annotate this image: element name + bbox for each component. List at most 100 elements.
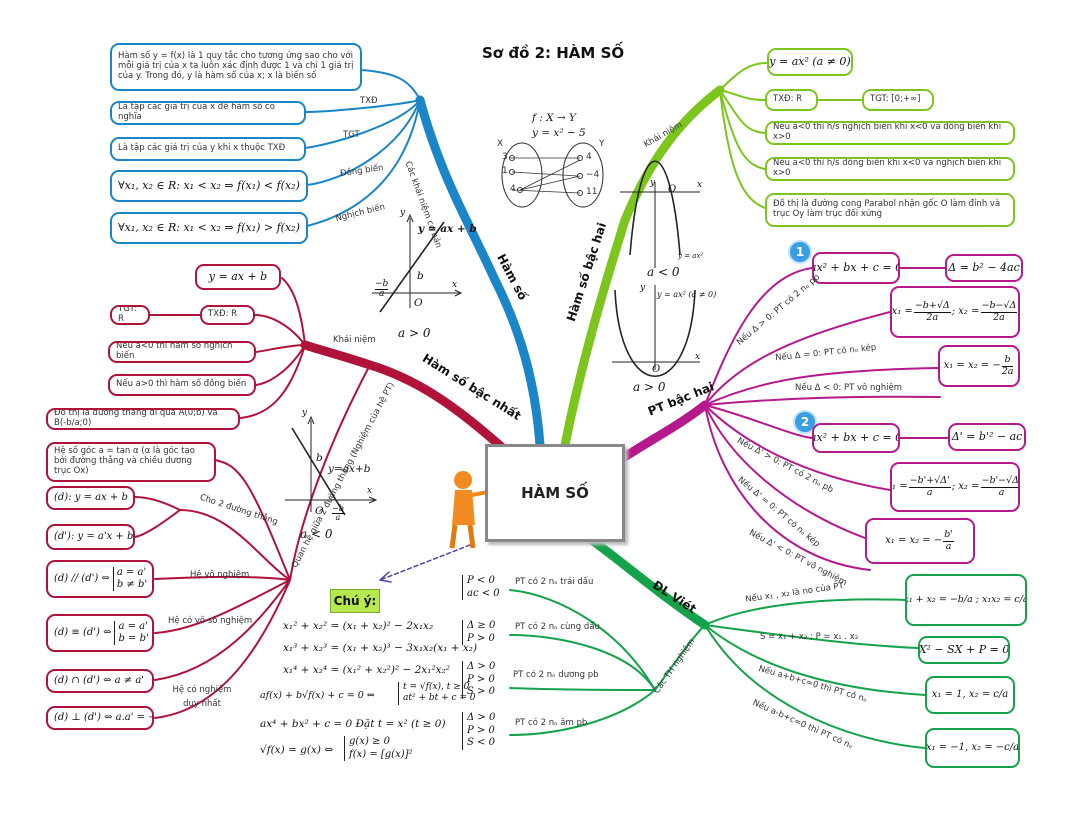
g1-equation: y = ax + b	[418, 223, 477, 235]
p2-y-axis: y	[640, 283, 646, 293]
g1-condition: a > 0	[398, 326, 431, 340]
bac-nhat-txd: TXĐ: R	[200, 305, 255, 325]
th3-text: PT có 2 nₒ dương pb	[513, 670, 599, 680]
bac-nhat-increasing: Nếu a>0 thì hàm số đồng biến	[108, 374, 256, 396]
p1-equation: y = ax²	[678, 252, 704, 260]
viet-result-1: x₁ + x₂ = −b/a ; x₁x₂ = c/a	[905, 574, 1027, 626]
ham-so-definition: Hàm số y = f(x) là 1 quy tắc cho tương ứ…	[110, 43, 362, 91]
formula-sum-cubes: x₁³ + x₂³ = (x₁ + x₂)³ − 3x₁x₂(x₁ + x₂)	[283, 642, 478, 654]
p1-x-axis: x	[697, 180, 703, 190]
bac-hai-equation: y = ax² (a ≠ 0)	[767, 48, 853, 76]
bac-hai-graph: Đồ thị là đường cong Parabol nhận gốc O …	[765, 193, 1015, 227]
g1-b: b	[417, 270, 424, 282]
vo-so-nghiem-label: Hệ có vô số nghiệm	[168, 616, 253, 626]
p2-x-axis: x	[695, 352, 701, 362]
bac-hai-txd: TXĐ: R	[765, 89, 818, 111]
pt-case-3: Nếu Δ < 0: PT vô nghiệm	[795, 383, 902, 393]
linear-graph-negative	[285, 415, 378, 516]
th4-text: PT có 2 nₒ âm pb	[515, 718, 588, 728]
dong-bien-formula: ∀x₁, x₂ ∈ R: x₁ < x₂ ⇒ f(x₁) < f(x₂)	[110, 170, 308, 202]
branch-pt-bac-hai	[615, 400, 710, 465]
txd-label: TXĐ	[360, 96, 378, 106]
p1-condition: a < 0	[647, 265, 680, 279]
co-nghiem-label: Hệ có nghiệm duy nhất	[172, 685, 232, 709]
g2-b: b	[316, 452, 323, 464]
mapping-diagram	[501, 142, 604, 208]
pt-delta-2: Δ' = b'² − ac	[948, 423, 1026, 451]
bac-nhat-concept-label: Khái niệm	[333, 335, 376, 345]
bac-nhat-slope: Hệ số góc a = tan α (α là góc tạo bởi đư…	[46, 442, 216, 482]
bac-hai-tgt: TGT: [0;+∞]	[862, 89, 934, 111]
center-label: HÀM SỐ	[521, 484, 589, 502]
g2-equation: y=ax+b	[328, 463, 371, 475]
page-title: Sơ đồ 2: HÀM SỐ	[482, 44, 625, 62]
line-d: (d): y = ax + b	[46, 486, 135, 510]
line-d-prime: (d'): y = a'x + b'	[46, 524, 135, 550]
formula-sum-squares: x₁² + x₂² = (x₁ + x₂)² − 2x₁x₂	[283, 620, 434, 632]
g2-x-axis: x	[367, 486, 373, 496]
bac-nhat-equation: y = ax + b	[195, 264, 281, 290]
map-function: f : X → Y	[532, 112, 576, 124]
map-set-y: Y	[599, 139, 605, 149]
g1-x-axis: x	[452, 280, 458, 290]
pt-badge-1: 1	[788, 240, 812, 264]
tgt-label: TGT	[343, 130, 360, 140]
map-y-1: 4	[586, 152, 592, 162]
g2-condition: a < 0	[300, 527, 333, 541]
pt-roots-4: x₁ = x₂ = −b'a	[865, 518, 975, 564]
g1-y-axis: y	[400, 208, 406, 218]
bac-nhat-tgt: TGT: R	[110, 305, 150, 325]
note-badge: Chú ý:	[330, 589, 380, 613]
p2-equation: y = ax² (a ≠ 0)	[657, 290, 717, 299]
g1-origin: O	[414, 297, 423, 309]
linear-graph-positive	[372, 213, 463, 313]
bac-hai-rule-2: Nếu a<0 thì h/s đồng biến khi x<0 và ngh…	[765, 157, 1015, 181]
center-node[interactable]: HÀM SỐ	[485, 444, 625, 542]
pt-equation-1: ax² + bx + c = 0	[812, 252, 900, 284]
bac-nhat-graph-line: Đồ thị là đường thẳng đi qua A(0;b) và B…	[46, 408, 240, 430]
p1-y-axis: y	[650, 178, 656, 188]
map-y-3: 11	[586, 187, 598, 197]
perpendicular-condition: (d) ⊥ (d') ⇔ a.a' = −1	[46, 706, 154, 730]
branch-ham-so	[415, 95, 545, 450]
map-rule: y = x² − 5	[532, 127, 586, 139]
th2-text: PT có 2 nₒ cùng dấu	[515, 622, 600, 632]
nghich-bien-formula: ∀x₁, x₂ ∈ R: x₁ < x₂ ⇒ f(x₁) > f(x₂)	[110, 212, 308, 244]
parallel-condition: (d) // (d') ⇔ a = a'b ≠ b'	[46, 560, 154, 598]
g2-y-axis: y	[302, 408, 308, 418]
viet-result-3: x₁ = 1, x₂ = c/a	[925, 676, 1015, 714]
parabola-down	[620, 160, 700, 268]
parabola-up	[612, 285, 700, 378]
th1-text: PT có 2 nₒ trái dấu	[515, 577, 594, 587]
map-set-x: X	[497, 139, 504, 149]
bac-nhat-decreasing: Nếu a<0 thì hàm số nghịch biến	[108, 341, 256, 363]
txd-definition: Là tập các giá trị của x để hàm số có ng…	[110, 101, 306, 125]
branch-dl-viet	[580, 530, 710, 630]
tgt-definition: Là tập các giá trị của y khi x thuộc TXĐ	[110, 137, 306, 161]
pt-roots-3: x₁ =−b'+√Δ'a; x₂ =−b'−√Δ'a	[890, 462, 1020, 512]
formula-substitution: af(x) + b√f(x) + c = 0 ⇔	[260, 690, 375, 701]
note-label: Chú ý:	[333, 594, 377, 608]
pt-equation-2: ax² + bx + c = 0	[812, 423, 900, 453]
viet-line-2: S = x₁ + x₂ ; P = x₁ . x₂	[760, 632, 859, 642]
p2-condition: a > 0	[633, 380, 666, 394]
coincident-condition: (d) ≡ (d') ⇔ a = a'b = b'	[46, 614, 154, 652]
intersect-condition: (d) ∩ (d') ⇔ a ≠ a'	[46, 669, 154, 693]
branch-bac-nhat	[300, 340, 510, 455]
formula-sum-fourth: x₁⁴ + x₂⁴ = (x₁² + x₂²)² − 2x₁²x₂²	[283, 664, 451, 676]
formula-sqrt-equation: √f(x) = g(x) ⇔	[260, 744, 334, 756]
map-x-3: 4	[510, 184, 516, 194]
p2-origin: O	[652, 364, 661, 375]
pt-delta-1: Δ = b² − 4ac	[945, 254, 1023, 282]
